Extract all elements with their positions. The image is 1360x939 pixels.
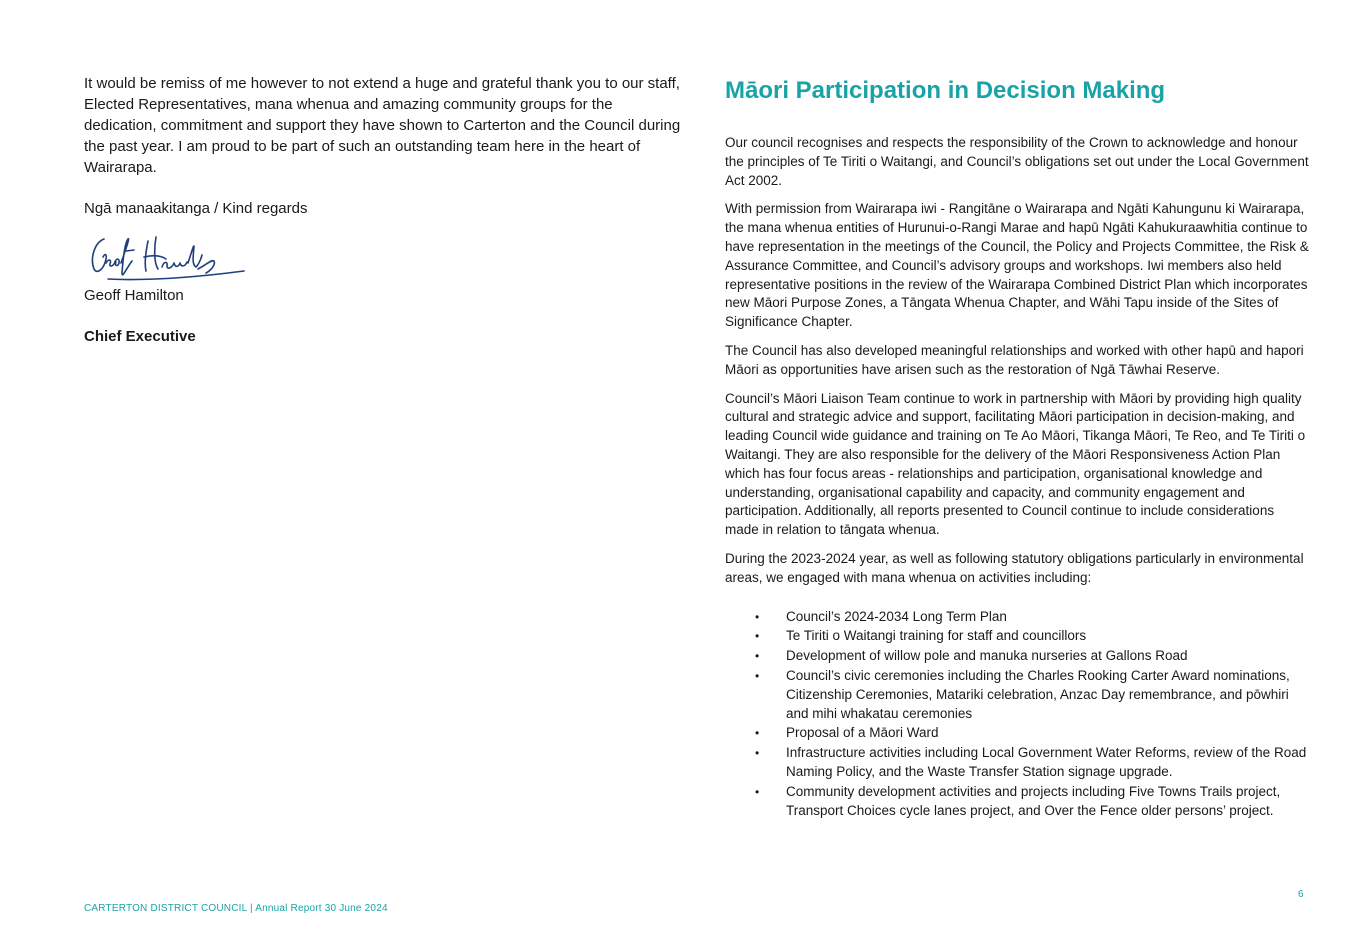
- left-column: It would be remiss of me however to not …: [84, 73, 684, 367]
- paragraph-iwi-representation: With permission from Wairarapa iwi - Ran…: [725, 201, 1309, 330]
- sign-off: Ngā manaakitanga / Kind regards: [84, 200, 308, 217]
- signature-image: [91, 236, 245, 281]
- bullet-icon: •: [755, 784, 760, 799]
- list-item: •Te Tiriti o Waitangi training for staff…: [755, 627, 1310, 646]
- bullet-icon: •: [755, 668, 760, 683]
- signer-name: Geoff Hamilton: [84, 287, 184, 304]
- list-item: •Council’s 2024-2034 Long Term Plan: [755, 608, 1310, 627]
- paragraph-engagement-intro: During the 2023-2024 year, as well as fo…: [725, 550, 1304, 585]
- bullet-icon: •: [755, 746, 760, 761]
- signer-title: Chief Executive: [84, 328, 196, 345]
- list-item: •Infrastructure activities including Loc…: [755, 745, 1307, 779]
- list-item: •Development of willow pole and manuka n…: [755, 647, 1310, 666]
- right-column: Māori Participation in Decision Making O…: [725, 76, 1310, 821]
- paragraph-liaison-team: Council’s Māori Liaison Team continue to…: [725, 390, 1306, 538]
- list-item: •Council’s civic ceremonies including th…: [755, 667, 1290, 721]
- paragraph-relationships: The Council has also developed meaningfu…: [725, 342, 1304, 377]
- footer-report-title: CARTERTON DISTRICT COUNCIL | Annual Repo…: [84, 903, 388, 914]
- list-item: •Proposal of a Māori Ward: [755, 724, 1310, 743]
- paragraph-treaty-principles: Our council recognises and respects the …: [725, 135, 1309, 188]
- bullet-icon: •: [755, 726, 760, 741]
- bullet-icon: •: [755, 629, 760, 644]
- page-number: 6: [1298, 889, 1304, 900]
- section-heading: Māori Participation in Decision Making: [725, 77, 1166, 104]
- list-item: •Community development activities and pr…: [755, 783, 1281, 818]
- bullet-icon: •: [755, 649, 760, 664]
- engagement-activities-list: •Council’s 2024-2034 Long Term Plan •Te …: [725, 608, 1310, 821]
- closing-paragraph: It would be remiss of me however to not …: [84, 75, 681, 176]
- bullet-icon: •: [755, 609, 760, 624]
